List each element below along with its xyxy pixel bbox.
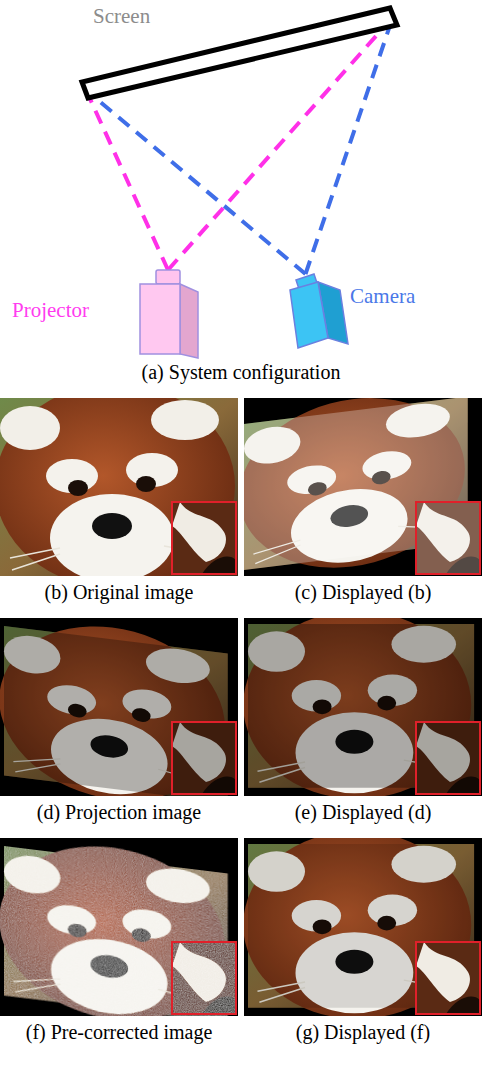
caption: (e) Displayed (d) xyxy=(244,800,482,824)
displayed-photo xyxy=(244,398,482,576)
caption: (b) Original image xyxy=(0,580,238,604)
caption: (c) Displayed (b) xyxy=(244,580,482,604)
screen-node: Screen xyxy=(78,0,398,100)
displayed-photo xyxy=(244,838,482,1016)
view-ray xyxy=(86,90,306,274)
view-ray xyxy=(306,17,393,274)
camera-node: Camera xyxy=(280,258,450,358)
view-ray xyxy=(86,90,168,270)
precorrected-photo xyxy=(0,838,238,1016)
caption: (g) Displayed (f) xyxy=(244,1020,482,1044)
displayed-photo xyxy=(244,618,482,796)
node-label: Projector xyxy=(12,298,89,322)
original-photo xyxy=(0,398,238,576)
node-label: Screen xyxy=(93,4,150,28)
caption: (d) Projection image xyxy=(0,800,238,824)
projector-node: Projector xyxy=(8,262,208,362)
projection-photo xyxy=(0,618,238,796)
caption: (f) Pre-corrected image xyxy=(0,1020,238,1044)
caption: (a) System configuration xyxy=(0,360,482,384)
node-label: Camera xyxy=(350,284,415,308)
